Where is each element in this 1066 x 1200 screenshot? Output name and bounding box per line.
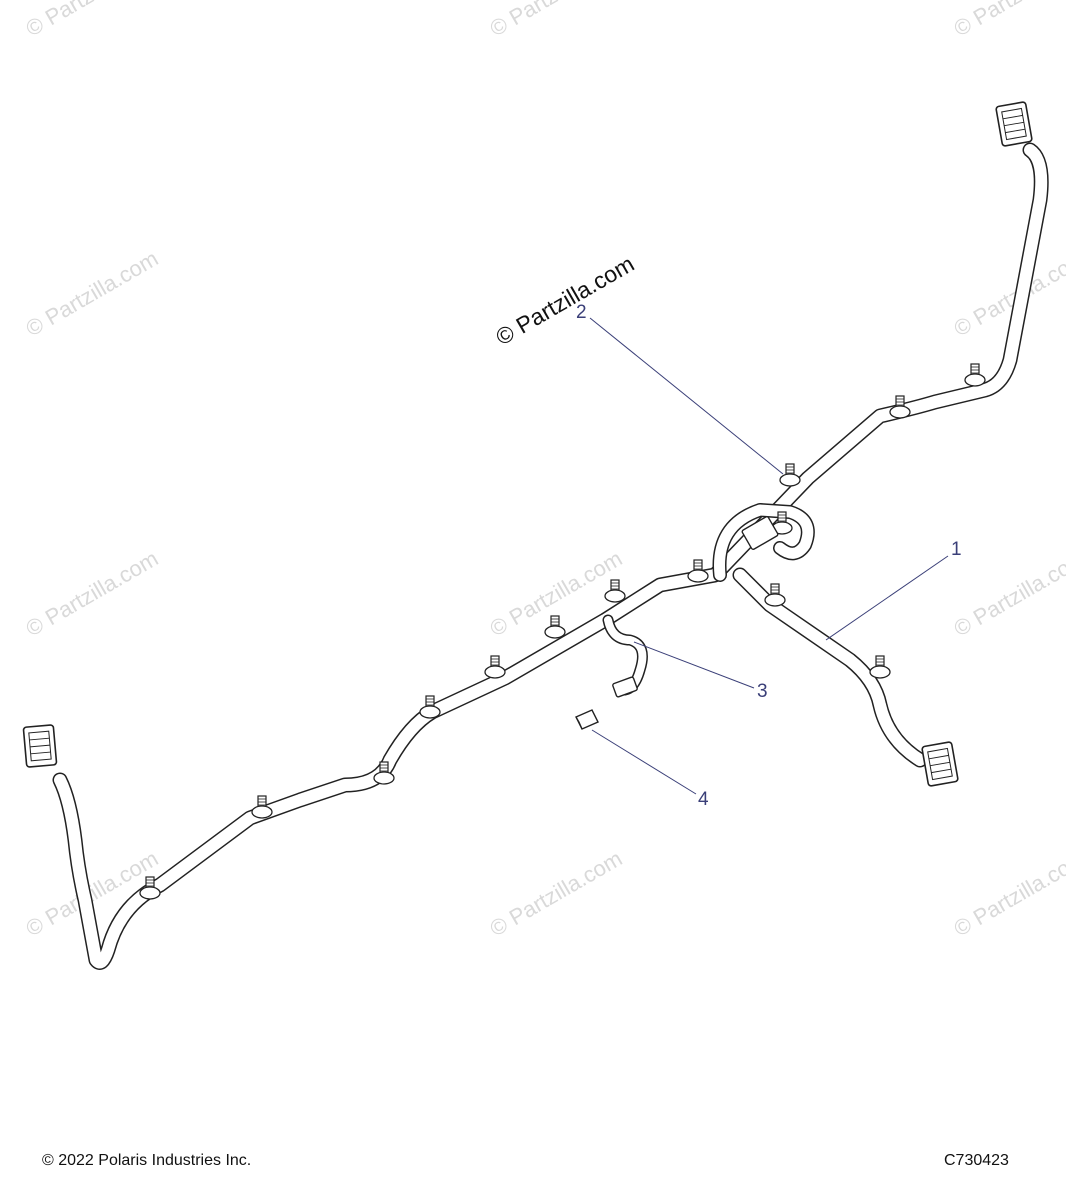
- leader-lines: [589, 317, 949, 795]
- callout-3: 3: [757, 681, 768, 702]
- copyright-notice: © 2022 Polaris Industries Inc.: [42, 1152, 252, 1169]
- callout-4: 4: [698, 789, 709, 810]
- callout-1: 1: [951, 539, 962, 560]
- harness-connectors: [22, 100, 1034, 788]
- callout-2: 2: [576, 302, 587, 323]
- harness-trunk: [52, 142, 1049, 970]
- clip-part-4: [575, 709, 599, 730]
- diagram-code: C730423: [944, 1152, 1009, 1169]
